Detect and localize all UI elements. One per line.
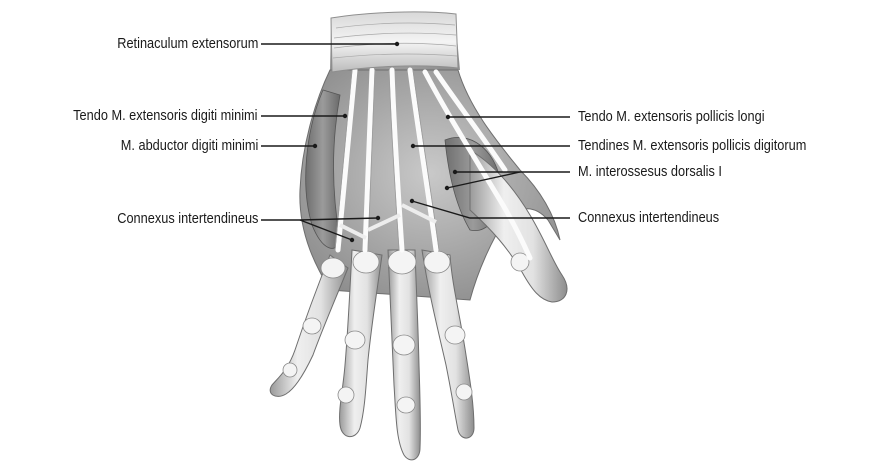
label-tendines-extensoris-digitorum: Tendines M. extensoris pollicis digitoru… [578, 138, 806, 154]
label-interosseus-dorsalis: M. interossesus dorsalis I [578, 164, 722, 180]
label-tendo-extensoris-pollicis-longi: Tendo M. extensoris pollicis longi [578, 109, 765, 125]
label-retinaculum-extensorum: Retinaculum extensorum [117, 36, 258, 52]
label-connexus-intertendineus-right: Connexus intertendineus [578, 210, 719, 226]
retinaculum-band [331, 12, 458, 72]
label-abductor-digiti-minimi: M. abductor digiti minimi [120, 138, 258, 154]
label-tendo-extensoris-digiti-minimi: Tendo M. extensoris digiti minimi [74, 108, 258, 124]
label-connexus-intertendineus-left: Connexus intertendineus [117, 211, 258, 227]
